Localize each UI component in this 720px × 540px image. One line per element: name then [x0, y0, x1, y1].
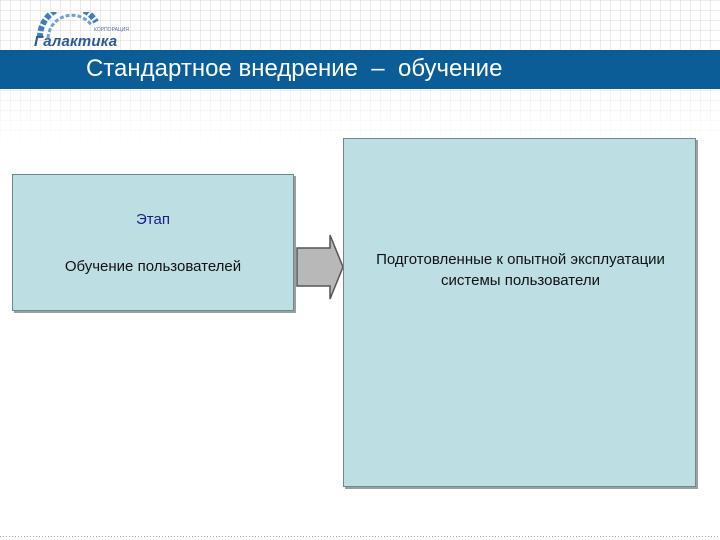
logo-subtext: КОРПОРАЦИЯ: [94, 27, 129, 33]
result-box: Подготовленные к опытной эксплуатации си…: [343, 138, 696, 487]
title-bar: [0, 50, 720, 89]
stage-box: Этап Обучение пользователей: [12, 174, 294, 311]
right-arrow-icon: [296, 234, 344, 300]
stage-text: Обучение пользователей: [64, 258, 242, 275]
result-text: Подготовленные к опытной эксплуатации си…: [376, 251, 665, 289]
stage-label: Этап: [136, 211, 170, 228]
slide-title: Стандартное внедрение – обучение: [86, 55, 503, 82]
galaktika-logo-icon: [36, 12, 99, 39]
bottom-divider: [0, 536, 720, 537]
logo-text: Галактика: [34, 33, 118, 50]
